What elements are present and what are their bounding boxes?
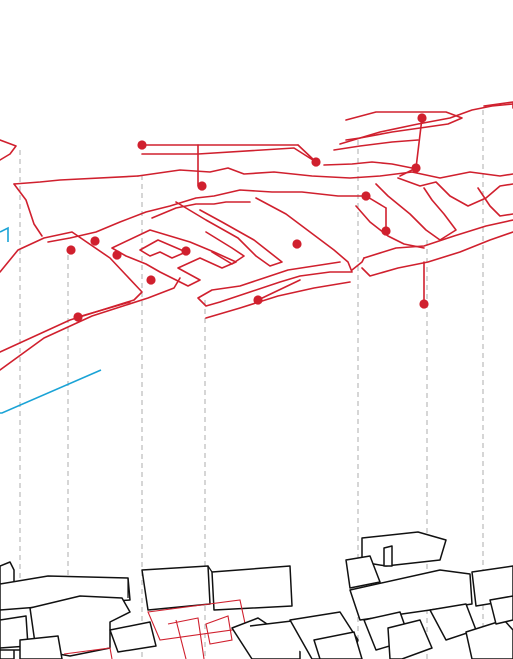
building [387,619,433,659]
node-marker [361,191,371,201]
node-marker [73,312,83,322]
highlighted-building [205,615,233,645]
street-outline [397,177,513,207]
highlighted-building [175,619,187,659]
street-outline [47,189,365,243]
highlighted-building [63,647,113,659]
block-outline [345,111,463,141]
leader-line [77,301,131,318]
building [471,565,513,607]
street-outline [333,139,419,151]
street-outline [361,231,513,277]
street-outline [141,147,317,163]
building [383,545,393,567]
node-marker [137,140,147,150]
street-outline [339,103,513,145]
node-marker [417,113,427,123]
node-marker [253,295,263,305]
building-edge [207,565,213,573]
leader-line [257,279,301,301]
node-marker [381,226,391,236]
street-outline [205,281,351,319]
street-outline [477,187,513,217]
street-network [0,101,513,371]
leader-lines [77,117,425,318]
node-marker [419,299,429,309]
leader-line [415,117,423,169]
street-outline [355,205,425,249]
node-marker [411,163,421,173]
building [231,617,301,659]
street-outline [323,161,413,169]
building [109,621,157,653]
node-marker [146,275,156,285]
node-marker [311,157,321,167]
block-outline [483,101,513,109]
block-outline [205,231,245,265]
block-outline [111,229,237,287]
node-marker [66,245,76,255]
blue-segment [0,226,9,242]
blue-branch [0,226,102,414]
node-marker [112,250,122,260]
network-nodes [66,113,429,322]
building [313,631,363,659]
street-outline [0,139,17,161]
building [19,635,63,659]
building [211,565,293,611]
street-outline [197,197,353,307]
highlighted-building [167,617,205,659]
street-outline [363,219,513,259]
street-outline [151,201,251,219]
street-outline [137,167,513,179]
building [361,531,447,567]
node-marker [292,239,302,249]
block-outline [139,239,187,259]
node-marker [197,181,207,191]
building-massing [0,531,513,659]
node-marker [90,236,100,246]
node-marker [181,246,191,256]
blue-segment [0,369,102,414]
building [141,565,211,611]
street-outline [0,277,181,371]
street-outline [13,183,43,237]
building [345,555,381,589]
block-outline [175,201,283,267]
building [489,595,513,625]
street-outline [351,257,365,271]
street-outline [13,175,139,185]
